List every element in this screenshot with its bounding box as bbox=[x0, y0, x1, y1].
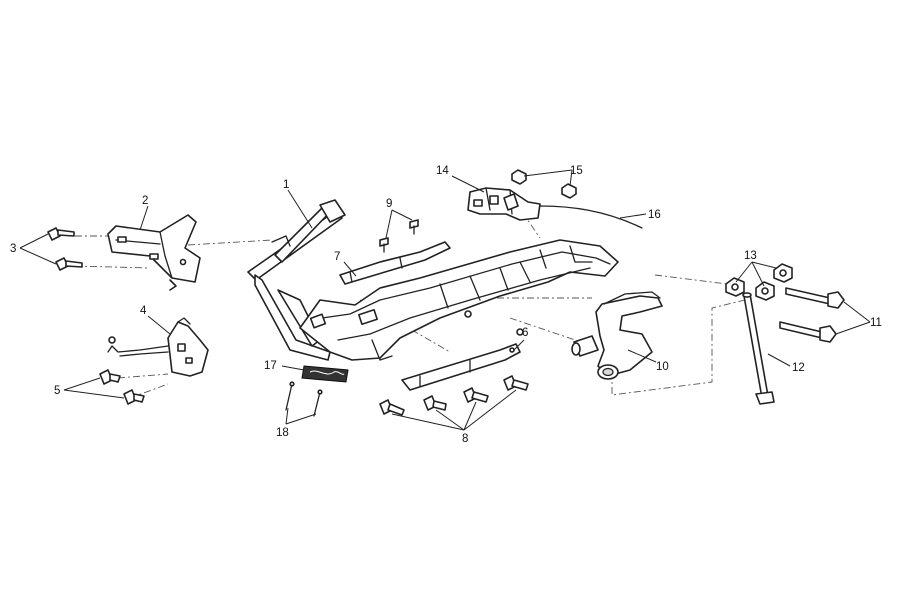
main-frame bbox=[299, 239, 619, 361]
callout-11: 11 bbox=[870, 317, 882, 329]
callout-14: 14 bbox=[436, 165, 449, 177]
callout-10: 10 bbox=[656, 361, 669, 373]
lower-bracket-strip bbox=[401, 343, 521, 391]
upper-bracket-strip bbox=[339, 241, 451, 285]
leader-lines bbox=[19, 169, 871, 431]
callout-13: 13 bbox=[744, 250, 757, 262]
callout-15: 15 bbox=[570, 165, 583, 177]
shaft bbox=[742, 292, 775, 405]
nut-15-b bbox=[561, 183, 577, 199]
callout-18: 18 bbox=[276, 427, 289, 439]
bolt-11-upper bbox=[785, 287, 845, 309]
nut-13-c bbox=[773, 263, 793, 283]
bracket-plate bbox=[107, 317, 209, 377]
upper-bracket-assembly bbox=[467, 187, 541, 221]
cable bbox=[539, 205, 643, 229]
pin-18-b bbox=[313, 389, 323, 417]
nut-15-a bbox=[511, 169, 527, 185]
bolt-8-c bbox=[463, 387, 489, 403]
callout-17: 17 bbox=[264, 360, 277, 372]
front-frame-tube bbox=[247, 199, 346, 361]
callout-12: 12 bbox=[792, 362, 805, 374]
label-plate bbox=[301, 365, 349, 383]
bolt-3-lower bbox=[55, 257, 83, 271]
callout-6: 6 bbox=[522, 327, 528, 339]
callout-3: 3 bbox=[10, 243, 16, 255]
callout-2: 2 bbox=[142, 195, 148, 207]
callout-8: 8 bbox=[462, 433, 468, 445]
screw-5-lower bbox=[123, 389, 145, 405]
pin-18-a bbox=[285, 381, 295, 411]
callout-5: 5 bbox=[54, 385, 60, 397]
callout-4: 4 bbox=[140, 305, 147, 317]
bolt-8-a bbox=[379, 399, 405, 416]
bolt-8-d bbox=[503, 375, 529, 391]
bolt-8-b bbox=[423, 395, 447, 411]
callout-1: 1 bbox=[283, 179, 289, 191]
callout-9: 9 bbox=[386, 198, 392, 210]
callout-labels: 1 2 3 4 5 6 7 8 9 10 11 12 13 14 15 16 1… bbox=[10, 165, 882, 445]
bolt-3-upper bbox=[47, 227, 75, 241]
nut-13-a bbox=[725, 277, 745, 297]
nut-13-b bbox=[755, 281, 775, 301]
front-bracket bbox=[107, 214, 201, 291]
screw-9-a bbox=[379, 237, 389, 253]
bolt-11-lower bbox=[779, 321, 837, 343]
engine-mount-link bbox=[571, 291, 663, 380]
screw-5-upper bbox=[99, 369, 121, 385]
screw-9-b bbox=[409, 219, 419, 235]
callout-7: 7 bbox=[334, 251, 340, 263]
callout-16: 16 bbox=[648, 209, 661, 221]
